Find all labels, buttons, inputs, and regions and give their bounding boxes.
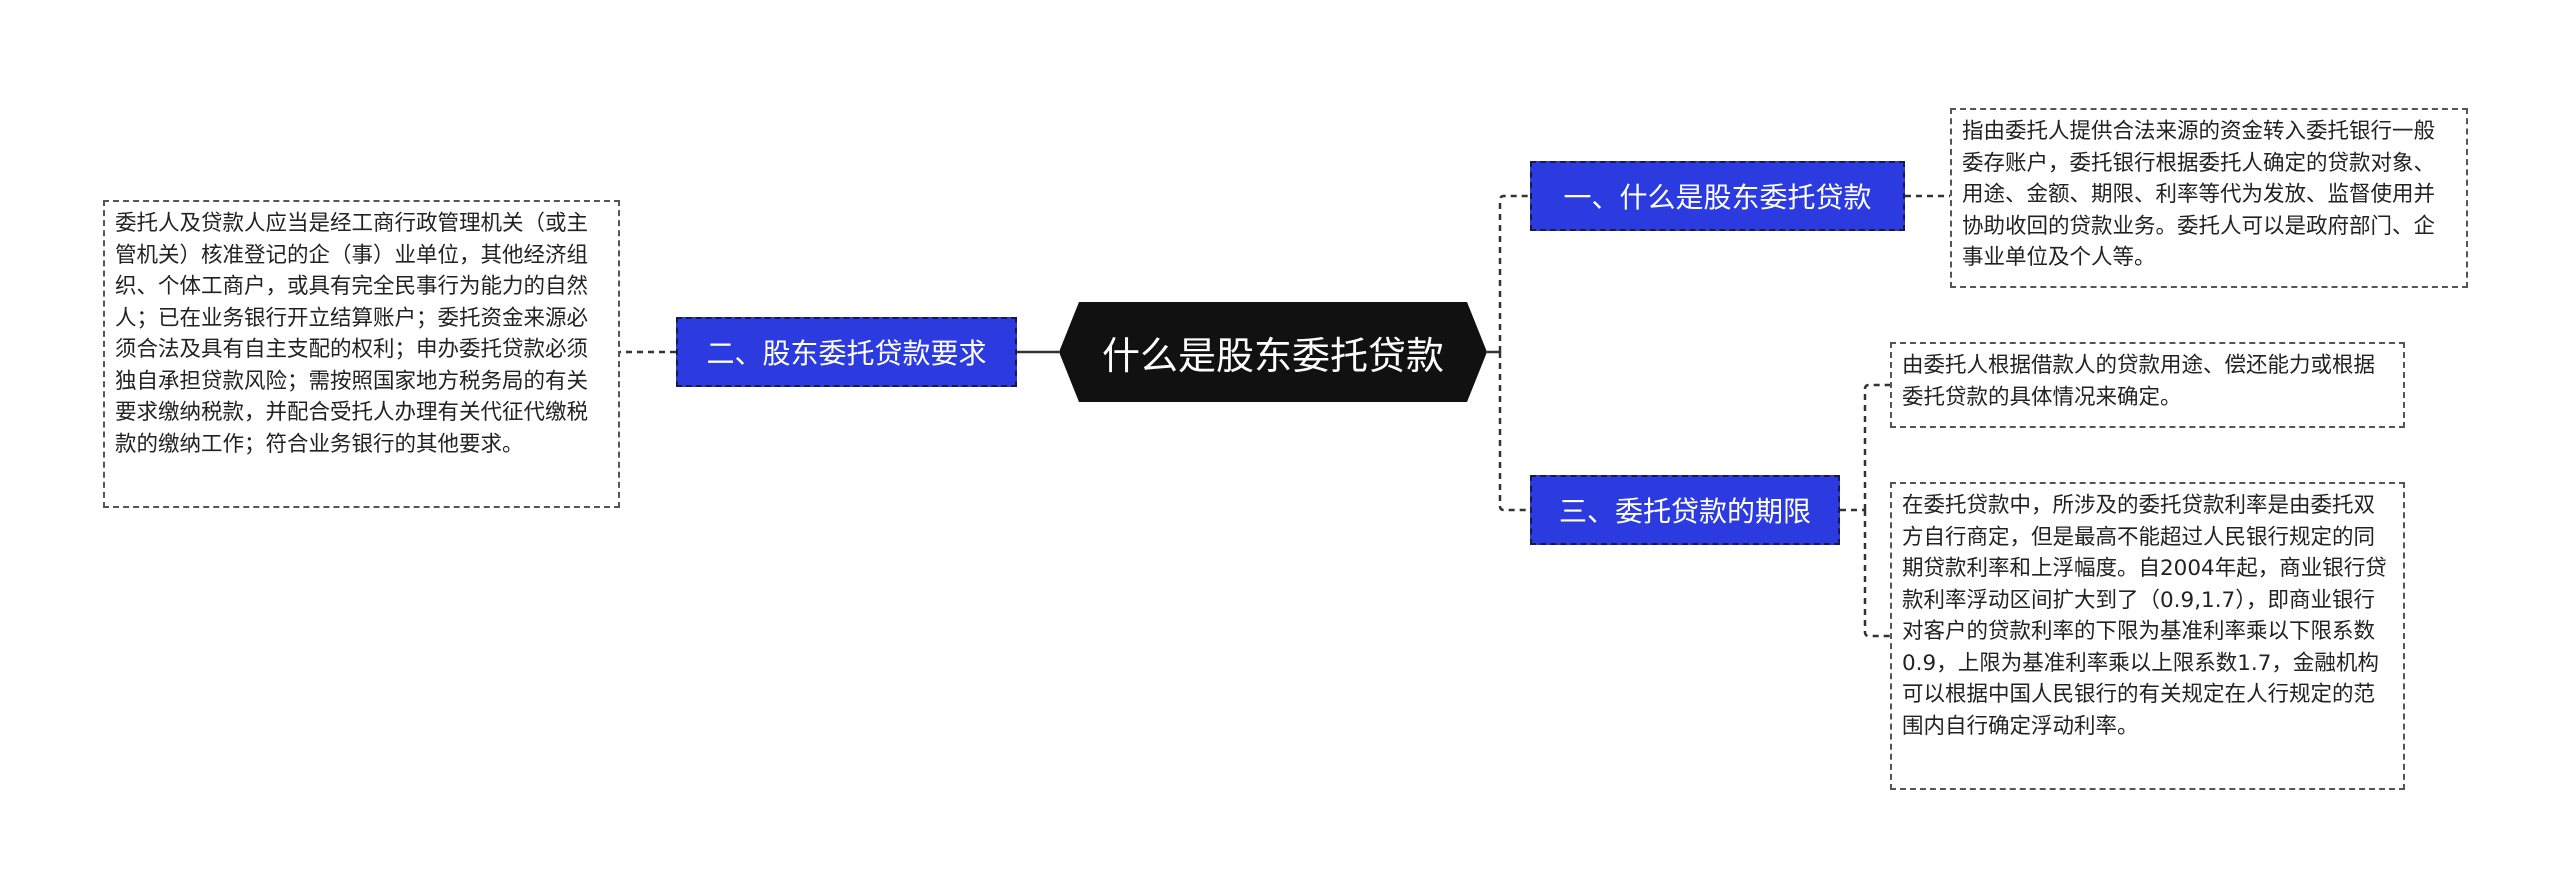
leaf-requirements[interactable]: 委托人及贷款人应当是经工商行政管理机关（或主管机关）核准登记的企（事）业单位，其… [103, 200, 620, 508]
leaf-definition[interactable]: 指由委托人提供合法来源的资金转入委托银行一般委存账户，委托银行根据委托人确定的贷… [1950, 108, 2468, 288]
link-b3-l3a [1863, 383, 1890, 510]
root-topic-label: 什么是股东委托贷款 [1101, 333, 1444, 378]
leaf-term-basis-text: 由委托人根据借款人的贷款用途、偿还能力或根据委托贷款的具体情况来确定。 [1902, 353, 2376, 410]
branch-what-is-label: 一、什么是股东委托贷款 [1563, 181, 1872, 214]
leaf-definition-text: 指由委托人提供合法来源的资金转入委托银行一般委存账户，委托银行根据委托人确定的贷… [1962, 119, 2436, 270]
branch-requirements[interactable]: 二、股东委托贷款要求 [676, 317, 1017, 387]
branch-what-is[interactable]: 一、什么是股东委托贷款 [1530, 161, 1905, 231]
link-right-trunk-lower [1498, 352, 1530, 512]
leaf-term-basis[interactable]: 由委托人根据借款人的贷款用途、偿还能力或根据委托贷款的具体情况来确定。 [1890, 342, 2405, 428]
leaf-interest-rate[interactable]: 在委托贷款中，所涉及的委托贷款利率是由委托双方自行商定，但是最高不能超过人民银行… [1890, 482, 2405, 790]
root-topic[interactable]: 什么是股东委托贷款 [1059, 302, 1487, 402]
link-right-trunk [1498, 194, 1530, 352]
link-b3-l3b [1863, 510, 1890, 638]
branch-requirements-label: 二、股东委托贷款要求 [706, 337, 987, 370]
branch-loan-term-label: 三、委托贷款的期限 [1558, 495, 1811, 528]
branch-loan-term[interactable]: 三、委托贷款的期限 [1530, 475, 1840, 545]
leaf-interest-rate-text: 在委托贷款中，所涉及的委托贷款利率是由委托双方自行商定，但是最高不能超过人民银行… [1902, 493, 2387, 739]
leaf-requirements-text: 委托人及贷款人应当是经工商行政管理机关（或主管机关）核准登记的企（事）业单位，其… [115, 211, 589, 457]
